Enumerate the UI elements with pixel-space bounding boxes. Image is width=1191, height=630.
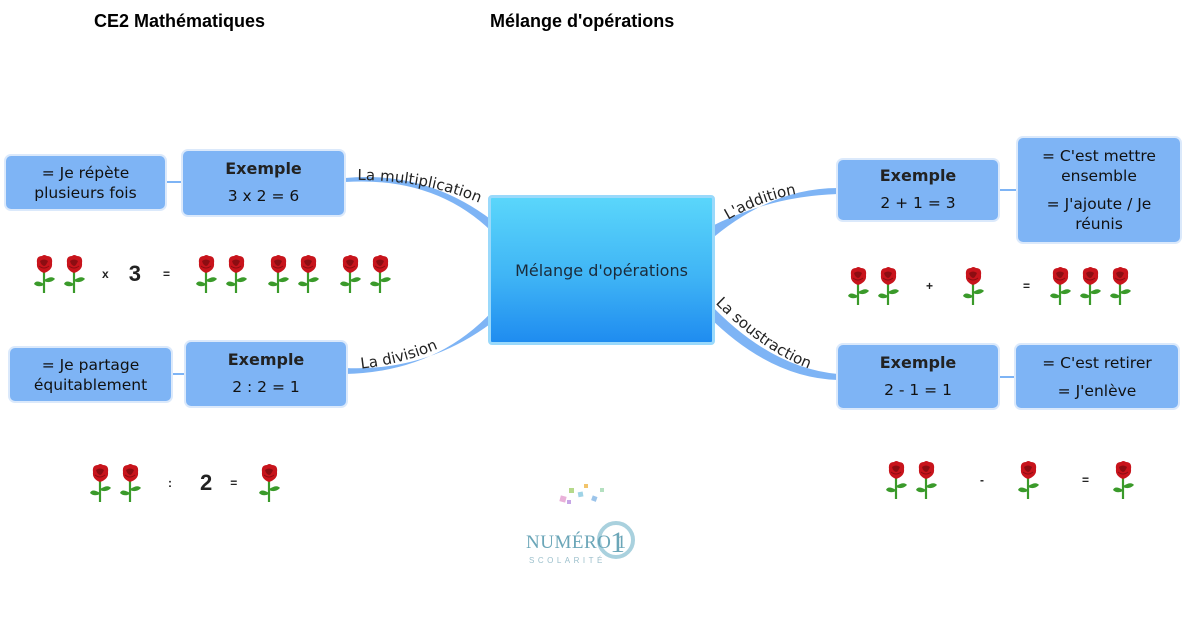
operator-symbol: +	[926, 279, 934, 293]
definition-line: ensemble	[1061, 167, 1137, 185]
rose-icon	[334, 254, 366, 294]
example-title: Exemple	[227, 350, 305, 369]
example-title: Exemple	[879, 166, 957, 185]
center-node-label: Mélange d'opérations	[515, 260, 688, 280]
definition-division[interactable]: = Je partage équitablement	[8, 346, 173, 403]
rose-icon	[292, 254, 324, 294]
definition-line: plusieurs fois	[34, 183, 137, 202]
rose-icon	[58, 254, 90, 294]
page-title: Mélange d'opérations	[490, 11, 675, 31]
example-addition[interactable]: Exemple 2 + 1 = 3	[836, 158, 1000, 222]
branch-label-division: La division	[359, 336, 439, 373]
illustration-soustraction: - =	[880, 460, 1137, 500]
definition-soustraction[interactable]: = C'est retirer = J'enlève	[1014, 343, 1180, 410]
definition-line: = C'est mettre	[1042, 147, 1156, 165]
definition-line: = J'ajoute / Je	[1046, 195, 1152, 213]
example-formula: 2 : 2 = 1	[232, 378, 300, 396]
rose-icon	[190, 254, 222, 294]
example-title: Exemple	[879, 352, 957, 372]
example-title: Exemple	[225, 159, 302, 178]
rose-icon	[1074, 266, 1106, 306]
rose-icon	[84, 463, 116, 503]
rose-icon	[910, 460, 942, 500]
example-multiplication[interactable]: Exemple 3 x 2 = 6	[181, 149, 346, 217]
logo-text: NUMÉRO 1	[526, 532, 627, 553]
illustration-multiplication: x 3 =	[28, 254, 394, 294]
illustration-addition: + =	[842, 266, 1134, 306]
operator-symbol: -	[980, 473, 984, 487]
rose-icon	[1104, 266, 1136, 306]
svg-text:1: 1	[610, 526, 625, 559]
operand-number: 2	[200, 470, 213, 495]
equals-symbol: =	[162, 267, 170, 281]
connector-multiplication	[345, 176, 498, 238]
definition-line: = Je répète	[41, 163, 130, 182]
rose-icon	[1107, 460, 1139, 500]
definition-multiplication[interactable]: = Je répète plusieurs fois	[4, 154, 167, 211]
definition-line: = Je partage	[41, 355, 140, 374]
branch-label-multiplication: La multiplication	[357, 166, 484, 207]
operand-number: 3	[128, 261, 141, 286]
logo-subtext: SCOLARITÉ	[529, 556, 606, 565]
illustration-division: : 2 =	[84, 463, 283, 503]
rose-icon	[1012, 460, 1044, 500]
rose-icon	[842, 266, 874, 306]
numero1-logo: 1	[559, 484, 635, 559]
connector-addition	[708, 188, 838, 242]
rose-icon	[1044, 266, 1076, 306]
rose-icon	[364, 254, 396, 294]
center-node[interactable]: Mélange d'opérations	[488, 195, 715, 345]
definition-line: = J'enlève	[1057, 381, 1137, 400]
example-formula: 3 x 2 = 6	[227, 187, 300, 205]
definition-line: équitablement	[33, 375, 148, 394]
branch-label-addition: L'addition	[721, 180, 797, 223]
rose-icon	[872, 266, 904, 306]
equals-symbol: =	[1082, 473, 1090, 487]
definition-line: = C'est retirer	[1042, 353, 1152, 372]
example-formula: 2 + 1 = 3	[880, 194, 956, 212]
rose-icon	[28, 254, 60, 294]
rose-icon	[253, 463, 285, 503]
definition-addition[interactable]: = C'est mettre ensemble = J'ajoute / Je …	[1016, 136, 1182, 244]
rose-icon	[220, 254, 252, 294]
rose-icon	[262, 254, 294, 294]
equals-symbol: =	[230, 476, 238, 490]
rose-icon	[114, 463, 146, 503]
equals-symbol: =	[1023, 279, 1031, 293]
rose-icon	[957, 266, 989, 306]
operator-symbol: :	[168, 476, 172, 490]
example-soustraction[interactable]: Exemple 2 - 1 = 1	[836, 343, 1000, 410]
operator-symbol: x	[102, 267, 109, 281]
subject-title: CE2 Mathématiques	[94, 11, 266, 31]
rose-icon	[880, 460, 912, 500]
example-formula: 2 - 1 = 1	[884, 380, 952, 399]
definition-line: réunis	[1075, 215, 1123, 233]
example-division[interactable]: Exemple 2 : 2 = 1	[184, 340, 348, 408]
